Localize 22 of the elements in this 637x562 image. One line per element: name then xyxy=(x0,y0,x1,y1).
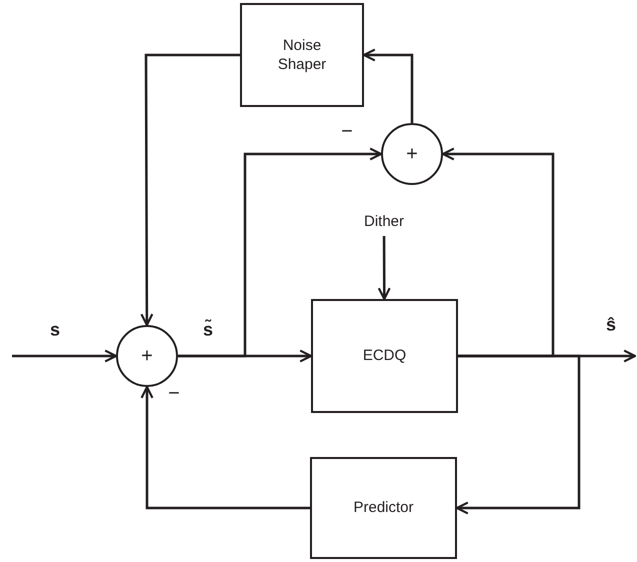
arrow xyxy=(12,350,118,362)
box-label: Noise Shaper xyxy=(276,36,328,74)
minus-sign: − xyxy=(341,120,353,144)
arrow xyxy=(140,386,310,510)
signal-label: ŝ xyxy=(606,314,616,336)
signal-label: s xyxy=(50,320,60,340)
signal-label: Dither xyxy=(364,212,404,232)
arrow xyxy=(456,354,580,514)
arrow xyxy=(378,236,391,300)
arrow xyxy=(178,148,382,358)
arrow xyxy=(140,54,240,326)
plus-sign: + xyxy=(141,344,153,369)
minus-sign: − xyxy=(168,382,180,406)
arrow xyxy=(362,48,414,123)
signal-label: s̃ xyxy=(203,320,213,340)
box-label: ECDQ xyxy=(362,346,406,366)
box-label: Predictor xyxy=(353,498,414,518)
process-box xyxy=(310,457,457,559)
process-box xyxy=(240,3,364,107)
process-box xyxy=(311,299,458,413)
arrow xyxy=(442,148,554,358)
plus-sign: + xyxy=(406,142,418,167)
